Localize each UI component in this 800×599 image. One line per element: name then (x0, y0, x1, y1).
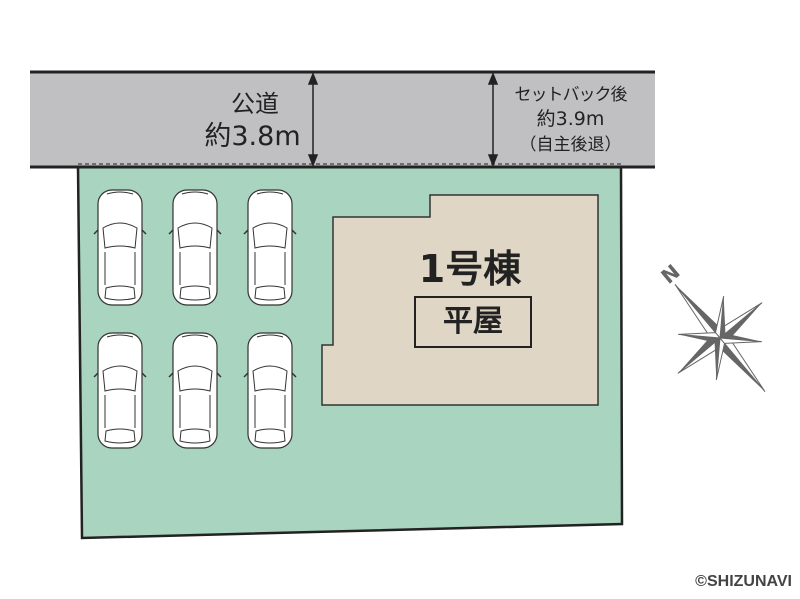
building-footprint (321, 194, 599, 406)
building-name: 1号棟 (418, 247, 522, 291)
building-type-label: 平屋 (414, 296, 532, 348)
road-width-arrow (307, 71, 319, 168)
compass-rose-icon (674, 284, 766, 392)
copyright: ©SHIZUNAVI (695, 573, 792, 590)
public-road (30, 72, 655, 167)
car-icon (168, 189, 222, 306)
road-width-label: 約3.8m (204, 121, 301, 152)
setback-width-arrow (487, 71, 499, 168)
setback-note: （自主後退） (519, 135, 622, 155)
setback-width-label: 約3.9m (536, 108, 605, 130)
car-icon (243, 189, 297, 306)
car-icon (93, 332, 147, 449)
road-label: 公道 (231, 90, 279, 118)
car-icon (243, 332, 297, 449)
car-icon (168, 332, 222, 449)
car-icon (93, 189, 147, 306)
setback-label: セットバック後 (514, 85, 628, 105)
